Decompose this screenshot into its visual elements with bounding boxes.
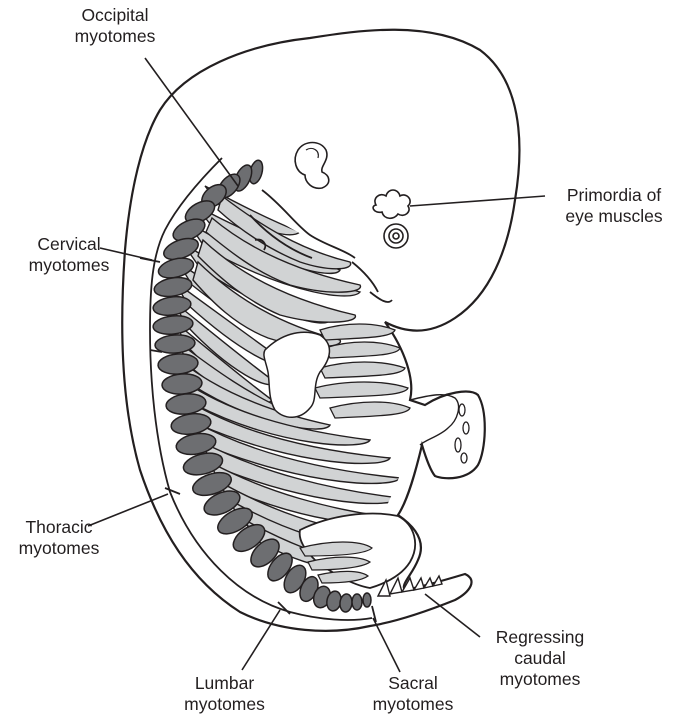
label-cervical-line1: Cervical xyxy=(14,234,124,255)
label-sacral-line1: Sacral xyxy=(358,673,468,694)
label-caudal-line3: myotomes xyxy=(476,669,604,690)
label-occipital-line2: myotomes xyxy=(55,26,175,47)
label-lumbar-myotomes: Lumbar myotomes xyxy=(162,673,287,715)
label-lumbar-line2: myotomes xyxy=(162,694,287,715)
label-cervical-line2: myotomes xyxy=(14,255,124,276)
label-thoracic-line1: Thoracic xyxy=(4,517,114,538)
label-cervical-myotomes: Cervical myotomes xyxy=(14,234,124,276)
label-caudal-line2: caudal xyxy=(476,648,604,669)
label-eye-line2: eye muscles xyxy=(550,206,678,227)
label-sacral-myotomes: Sacral myotomes xyxy=(358,673,468,715)
label-lumbar-line1: Lumbar xyxy=(162,673,287,694)
label-occipital-myotomes: Occipital myotomes xyxy=(55,5,175,47)
label-occipital-line1: Occipital xyxy=(55,5,175,26)
label-caudal-line1: Regressing xyxy=(476,627,604,648)
label-thoracic-line2: myotomes xyxy=(4,538,114,559)
label-thoracic-myotomes: Thoracic myotomes xyxy=(4,517,114,559)
label-eye-muscle-primordia: Primordia of eye muscles xyxy=(550,185,678,227)
label-eye-line1: Primordia of xyxy=(550,185,678,206)
label-regressing-caudal-myotomes: Regressing caudal myotomes xyxy=(476,627,604,690)
label-sacral-line2: myotomes xyxy=(358,694,468,715)
